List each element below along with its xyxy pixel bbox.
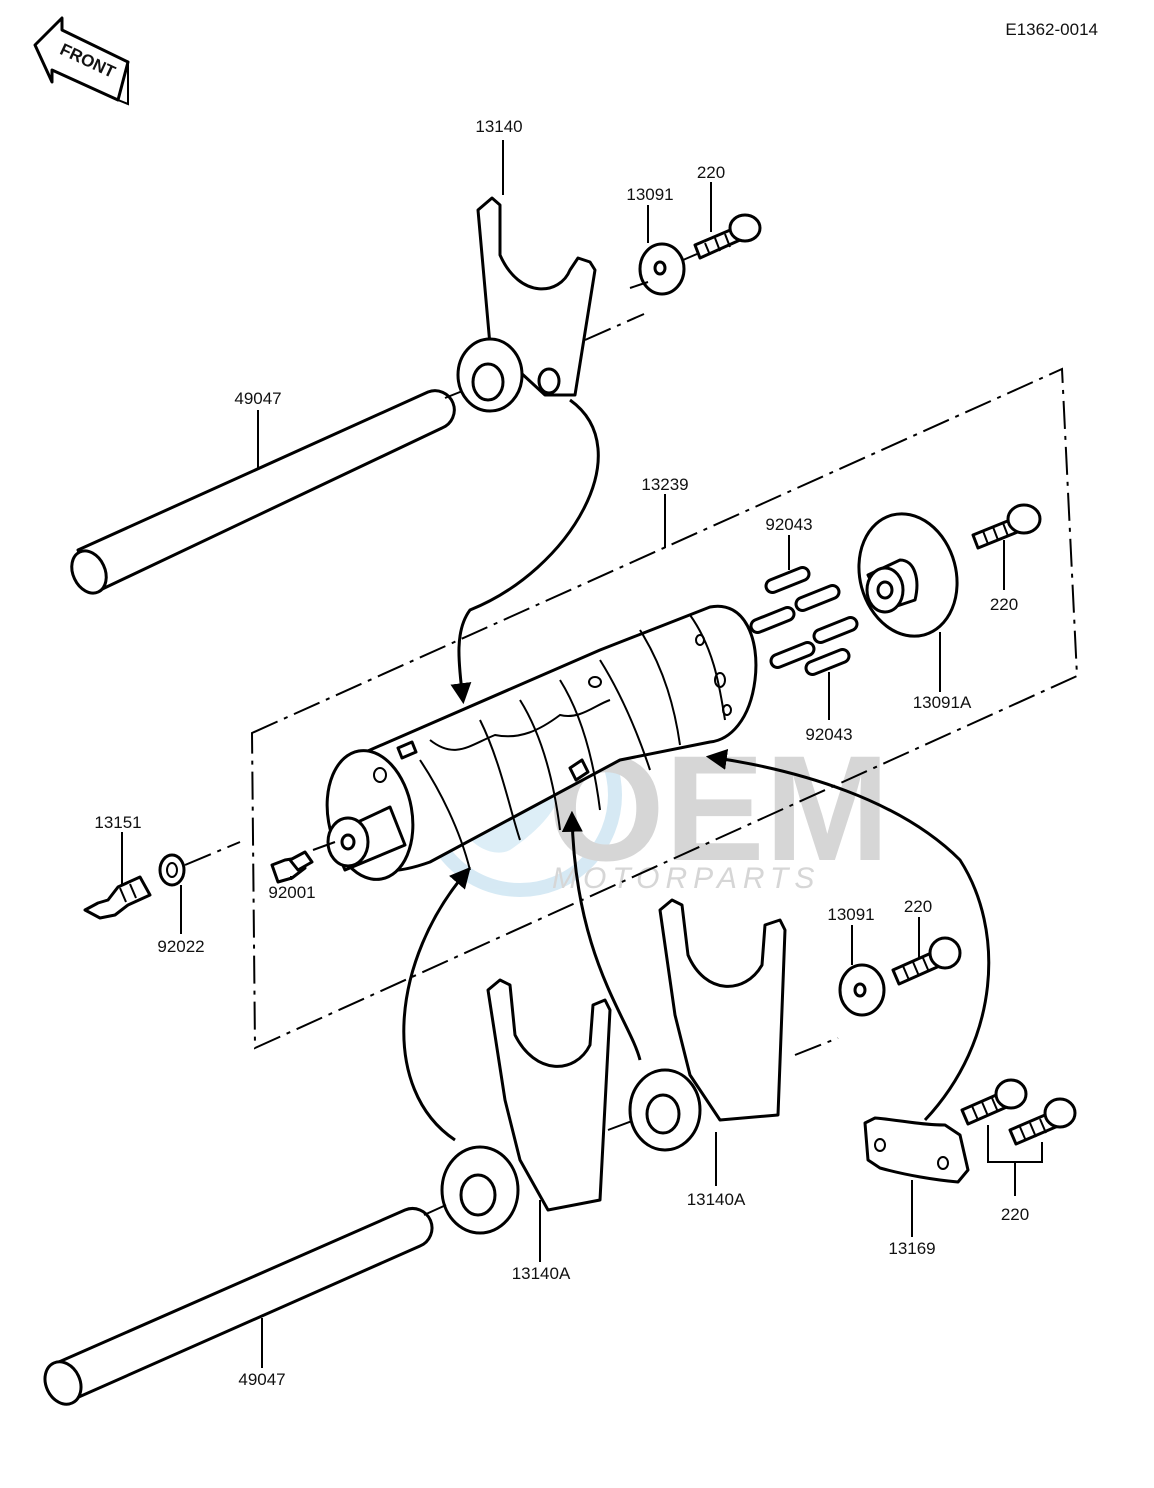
shift-drum xyxy=(325,604,758,881)
shift-rod-upper xyxy=(70,389,456,595)
callout-pins-upper: 92043 xyxy=(765,515,812,534)
callout-plate: 13091A xyxy=(913,693,972,712)
callout-fork-lower-right: 13140A xyxy=(687,1190,746,1209)
washer xyxy=(158,853,186,887)
callout-pin-lower: 13091 xyxy=(827,905,874,924)
pins-92043-lower xyxy=(769,616,859,676)
shift-fork-upper xyxy=(456,196,597,413)
watermark-sub: MOTORPARTS xyxy=(552,862,820,895)
callout-drum: 13239 xyxy=(641,475,688,494)
callout-bolt-lower: 220 xyxy=(904,897,932,916)
guide-pin-upper xyxy=(638,242,686,296)
callout-bolt-plate: 220 xyxy=(990,595,1018,614)
drum-holder xyxy=(863,1116,970,1184)
callout-bolt-top: 220 xyxy=(697,163,725,182)
drum-screw xyxy=(270,850,314,884)
diagram-code: E1362-0014 xyxy=(1005,20,1098,39)
shift-fork-lower-right xyxy=(628,898,787,1152)
callout-switch: 13151 xyxy=(94,813,141,832)
callout-holder: 13169 xyxy=(888,1239,935,1258)
drum-plate xyxy=(857,512,959,638)
callout-rod-bottom: 49047 xyxy=(238,1370,285,1389)
bolts-holder xyxy=(960,1078,1077,1146)
callout-fork-lower-left: 13140A xyxy=(512,1264,571,1283)
bolt-lower xyxy=(891,936,962,986)
callout-screw-drum: 92001 xyxy=(268,883,315,902)
guide-pin-lower xyxy=(838,963,886,1017)
callout-bolts-holder: 220 xyxy=(1001,1205,1029,1224)
callout-washer: 92022 xyxy=(157,937,204,956)
bolt-upper xyxy=(693,213,762,260)
shift-rod-lower xyxy=(43,1207,434,1406)
callout-pins-lower: 92043 xyxy=(805,725,852,744)
neutral-switch xyxy=(83,875,152,920)
callout-pin-top: 13091 xyxy=(626,185,673,204)
front-direction-arrow-icon: FRONT xyxy=(33,16,130,106)
pins-92043-upper xyxy=(749,566,841,634)
shift-fork-lower-left xyxy=(440,978,612,1235)
callout-rod-top: 49047 xyxy=(234,389,281,408)
bolt-plate xyxy=(971,503,1042,550)
callout-fork-top: 13140 xyxy=(475,117,522,136)
